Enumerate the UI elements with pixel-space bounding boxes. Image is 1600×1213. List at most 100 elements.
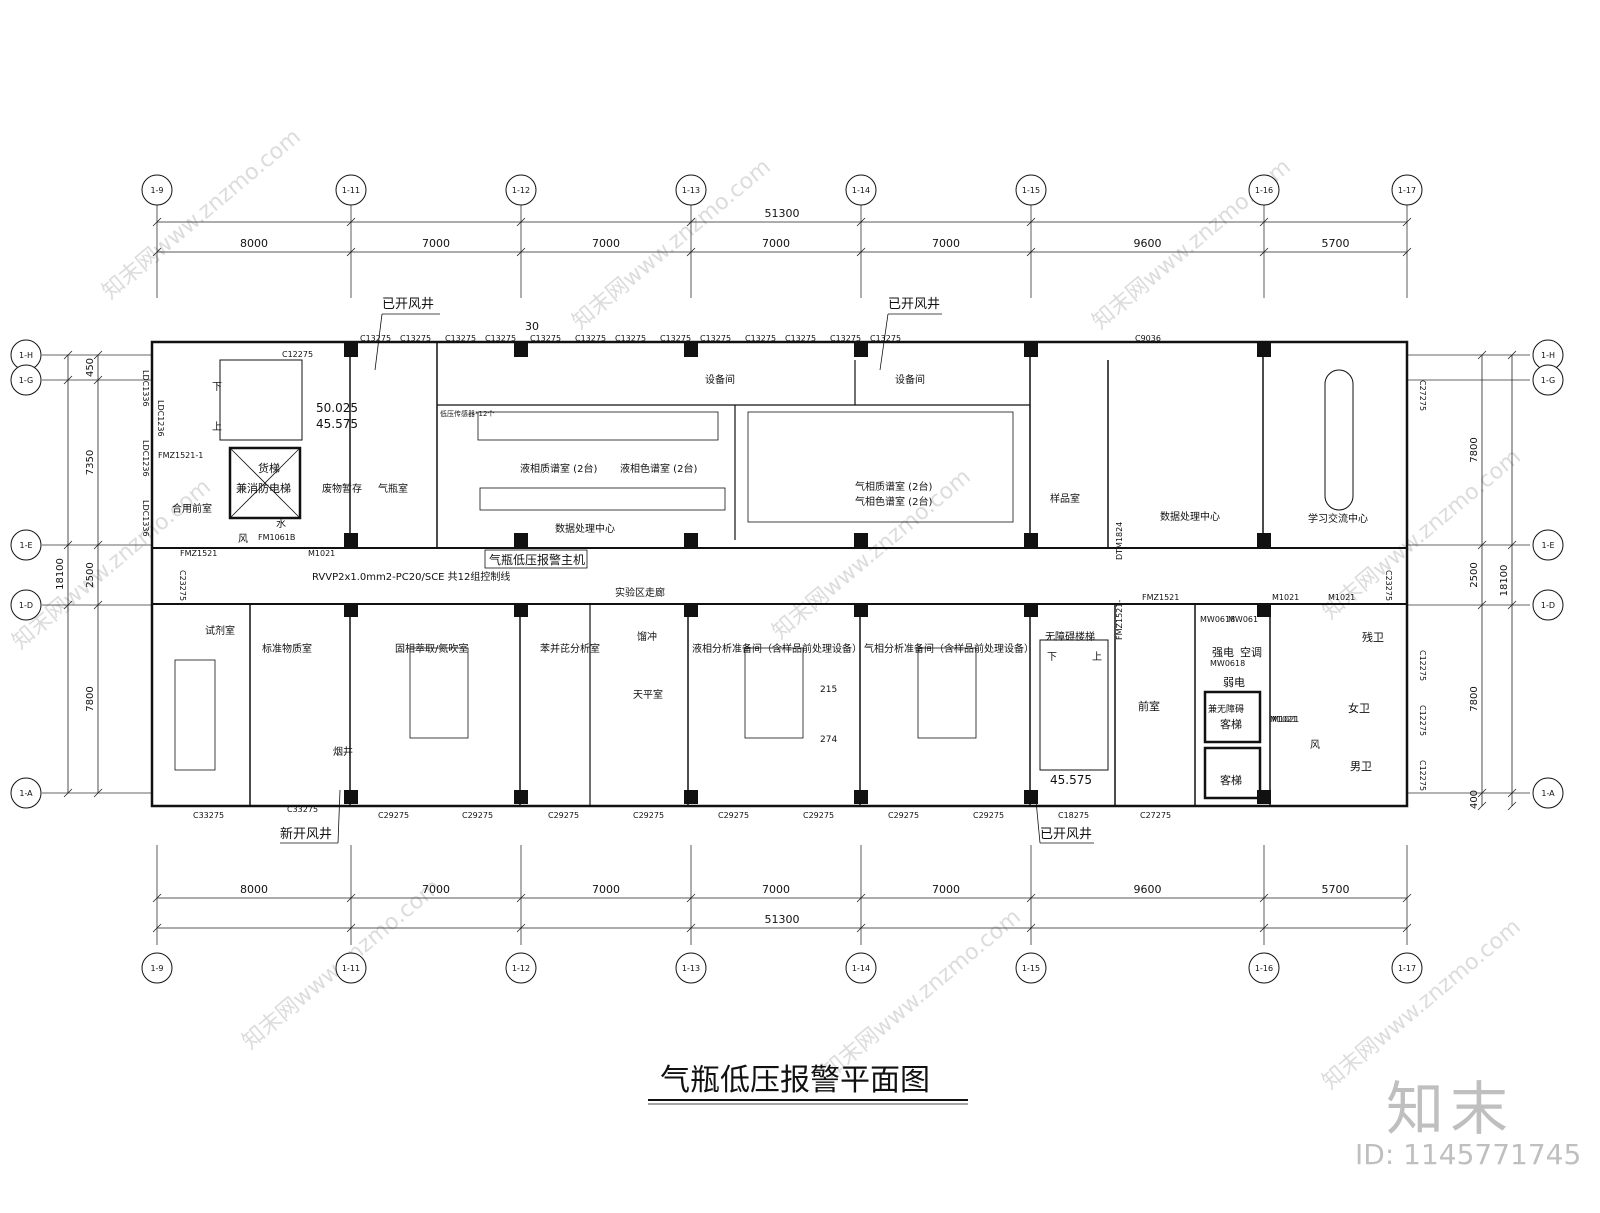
room-label: 男卫 [1350, 760, 1372, 773]
side-window-tag: LDC1336 [141, 500, 150, 537]
axis-label: 1-13 [682, 186, 700, 195]
room-label: 兼无障碍 [1208, 703, 1244, 715]
axis-label: 1-14 [852, 964, 870, 973]
axis-bubble [505, 952, 537, 984]
dimension-tick [93, 350, 103, 360]
room-label: 气相分析准备间（含样品前处理设备） [864, 642, 1034, 655]
axis-bubble [10, 777, 42, 809]
dimension-chains [63, 217, 1517, 933]
window-tag: C29275 [888, 811, 919, 820]
room-label: 学习交流中心 [1308, 512, 1368, 525]
drawing-title: 气瓶低压报警平面图 [660, 1063, 930, 1098]
room-label: 客梯 [1220, 773, 1242, 787]
room-label: 强电 [1212, 646, 1234, 659]
structural-column [1024, 533, 1038, 547]
alarm-host-frame [484, 549, 588, 569]
structural-column [1024, 603, 1038, 617]
room-label: 风 [238, 533, 248, 545]
bench [479, 487, 726, 511]
dimension-tick [1507, 350, 1517, 360]
window-tag: C13275 [700, 334, 731, 343]
structural-column [854, 343, 868, 357]
dimension-tick [516, 893, 526, 903]
dimension-tick [686, 923, 696, 933]
structural-columns [344, 343, 1271, 804]
window-tag: C13275 [445, 334, 476, 343]
side-window-tag: LDC1236 [141, 440, 150, 477]
dimension-tick [1402, 217, 1412, 227]
dimension-tick [1507, 801, 1517, 811]
dimension-tick [1477, 600, 1487, 610]
axis-bubble [141, 174, 173, 206]
dimension-value: 2500 [1469, 562, 1480, 587]
elevation-tag: 45.575 [316, 417, 358, 431]
axis-grid [42, 205, 1530, 945]
dimension-tick [1026, 217, 1036, 227]
dimension-mark: 30 [525, 320, 539, 333]
stair [219, 359, 303, 441]
dimension-tick [1259, 923, 1269, 933]
dimension-total: 51300 [765, 207, 800, 220]
room-label: 液相质谱室 (2台) [520, 462, 597, 475]
door-tag: MW061 [1228, 615, 1258, 624]
bench [917, 647, 977, 739]
watermark-id: ID: 1145771745 [1355, 1138, 1582, 1171]
dimension-total: 51300 [765, 913, 800, 926]
axis-bubble [1391, 174, 1423, 206]
dimension-value: 7800 [1469, 437, 1480, 462]
axis-bubble [335, 952, 367, 984]
cable-note: RVVP2x1.0mm2-PC20/SCE 共12组控制线 [312, 570, 510, 583]
structural-column [1257, 603, 1271, 617]
axis-bubble [675, 952, 707, 984]
dimension-tick [1402, 893, 1412, 903]
dimension-tick [63, 540, 73, 550]
axis-bubble [845, 174, 877, 206]
room-label: 液相分析准备间（含样品前处理设备） [692, 642, 862, 655]
dimension-tick [346, 217, 356, 227]
axis-bubble [845, 952, 877, 984]
elevation-shaft [228, 446, 302, 520]
dimension-value: 450 [85, 358, 96, 377]
structural-column [344, 343, 358, 357]
dimension-tick [1477, 540, 1487, 550]
room-label: 客梯 [1220, 717, 1242, 731]
dimension-tick [346, 893, 356, 903]
axis-bubble [1532, 364, 1564, 396]
structural-column [684, 533, 698, 547]
axis-bubble [1391, 952, 1423, 984]
watermark-text: 知末网www.znzmo.com [818, 904, 1026, 1084]
room-label: 标准物质室 [262, 642, 312, 655]
room-label: 前室 [1138, 699, 1160, 713]
dimension-tick [346, 247, 356, 257]
window-tag: C13275 [485, 334, 516, 343]
axis-label: 1-G [1541, 376, 1555, 385]
dimension-value: 9600 [1134, 883, 1162, 896]
dimension-tick [516, 217, 526, 227]
window-tag: C29275 [548, 811, 579, 820]
side-window-tag: C12275 [1418, 760, 1427, 791]
dimension-tick [1507, 540, 1517, 550]
dimension-value: 9600 [1134, 237, 1162, 250]
bench [409, 647, 469, 739]
side-window-tag: C23275 [1384, 570, 1393, 601]
door-tag: M1021 [1272, 593, 1299, 602]
shaft-label: 已开风井 [1040, 827, 1092, 842]
window-tag: C13275 [615, 334, 646, 343]
stair-up: 上 [1092, 651, 1102, 663]
passenger-elevator [1203, 746, 1262, 800]
window-tag: C18275 [1058, 811, 1089, 820]
axis-label: 1-12 [512, 186, 530, 195]
dimension-value: 8000 [240, 237, 268, 250]
conference-table [1324, 369, 1354, 511]
structural-column [854, 790, 868, 804]
room-label: 设备间 [895, 373, 925, 386]
axis-label: 1-12 [512, 964, 530, 973]
room-label: 无障碍楼梯 [1045, 630, 1095, 643]
axis-label: 1-A [1541, 789, 1555, 798]
door-tag: FMZ1521- [1115, 600, 1124, 640]
dimension-tick [1026, 923, 1036, 933]
watermark-brand: 知末 [1386, 1075, 1515, 1143]
dimension-tick [152, 247, 162, 257]
